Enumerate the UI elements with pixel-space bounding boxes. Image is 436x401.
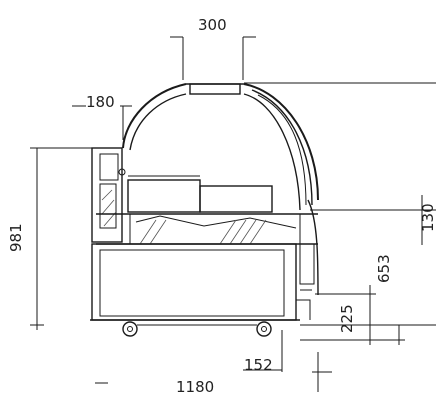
dimension-right-extensions <box>244 82 436 345</box>
dimension-side-depth <box>72 105 132 140</box>
dimension-total-height-label: 981 <box>7 223 25 252</box>
dimension-total-depth-label: 1180 <box>176 378 214 396</box>
dimension-top-width-label: 300 <box>198 16 227 34</box>
wheel-left <box>122 321 138 337</box>
product-trays <box>127 175 273 213</box>
service-column <box>91 147 126 243</box>
wheel-right <box>256 321 272 337</box>
dimension-bottom <box>95 330 332 392</box>
front-frame <box>299 199 319 296</box>
dimension-side-depth-label: 180 <box>86 93 115 111</box>
display-hood <box>122 83 319 211</box>
dimension-total-height <box>30 147 92 330</box>
base-cabinet <box>90 243 311 321</box>
counter-band <box>96 213 318 245</box>
dimension-counter-height-label: 653 <box>375 254 393 283</box>
dimension-base-offset-label: 225 <box>338 304 356 333</box>
dimension-right-height-label: 130 <box>419 203 436 232</box>
dimension-top-width <box>170 36 256 80</box>
dimension-foot-offset-label: 152 <box>244 356 273 374</box>
